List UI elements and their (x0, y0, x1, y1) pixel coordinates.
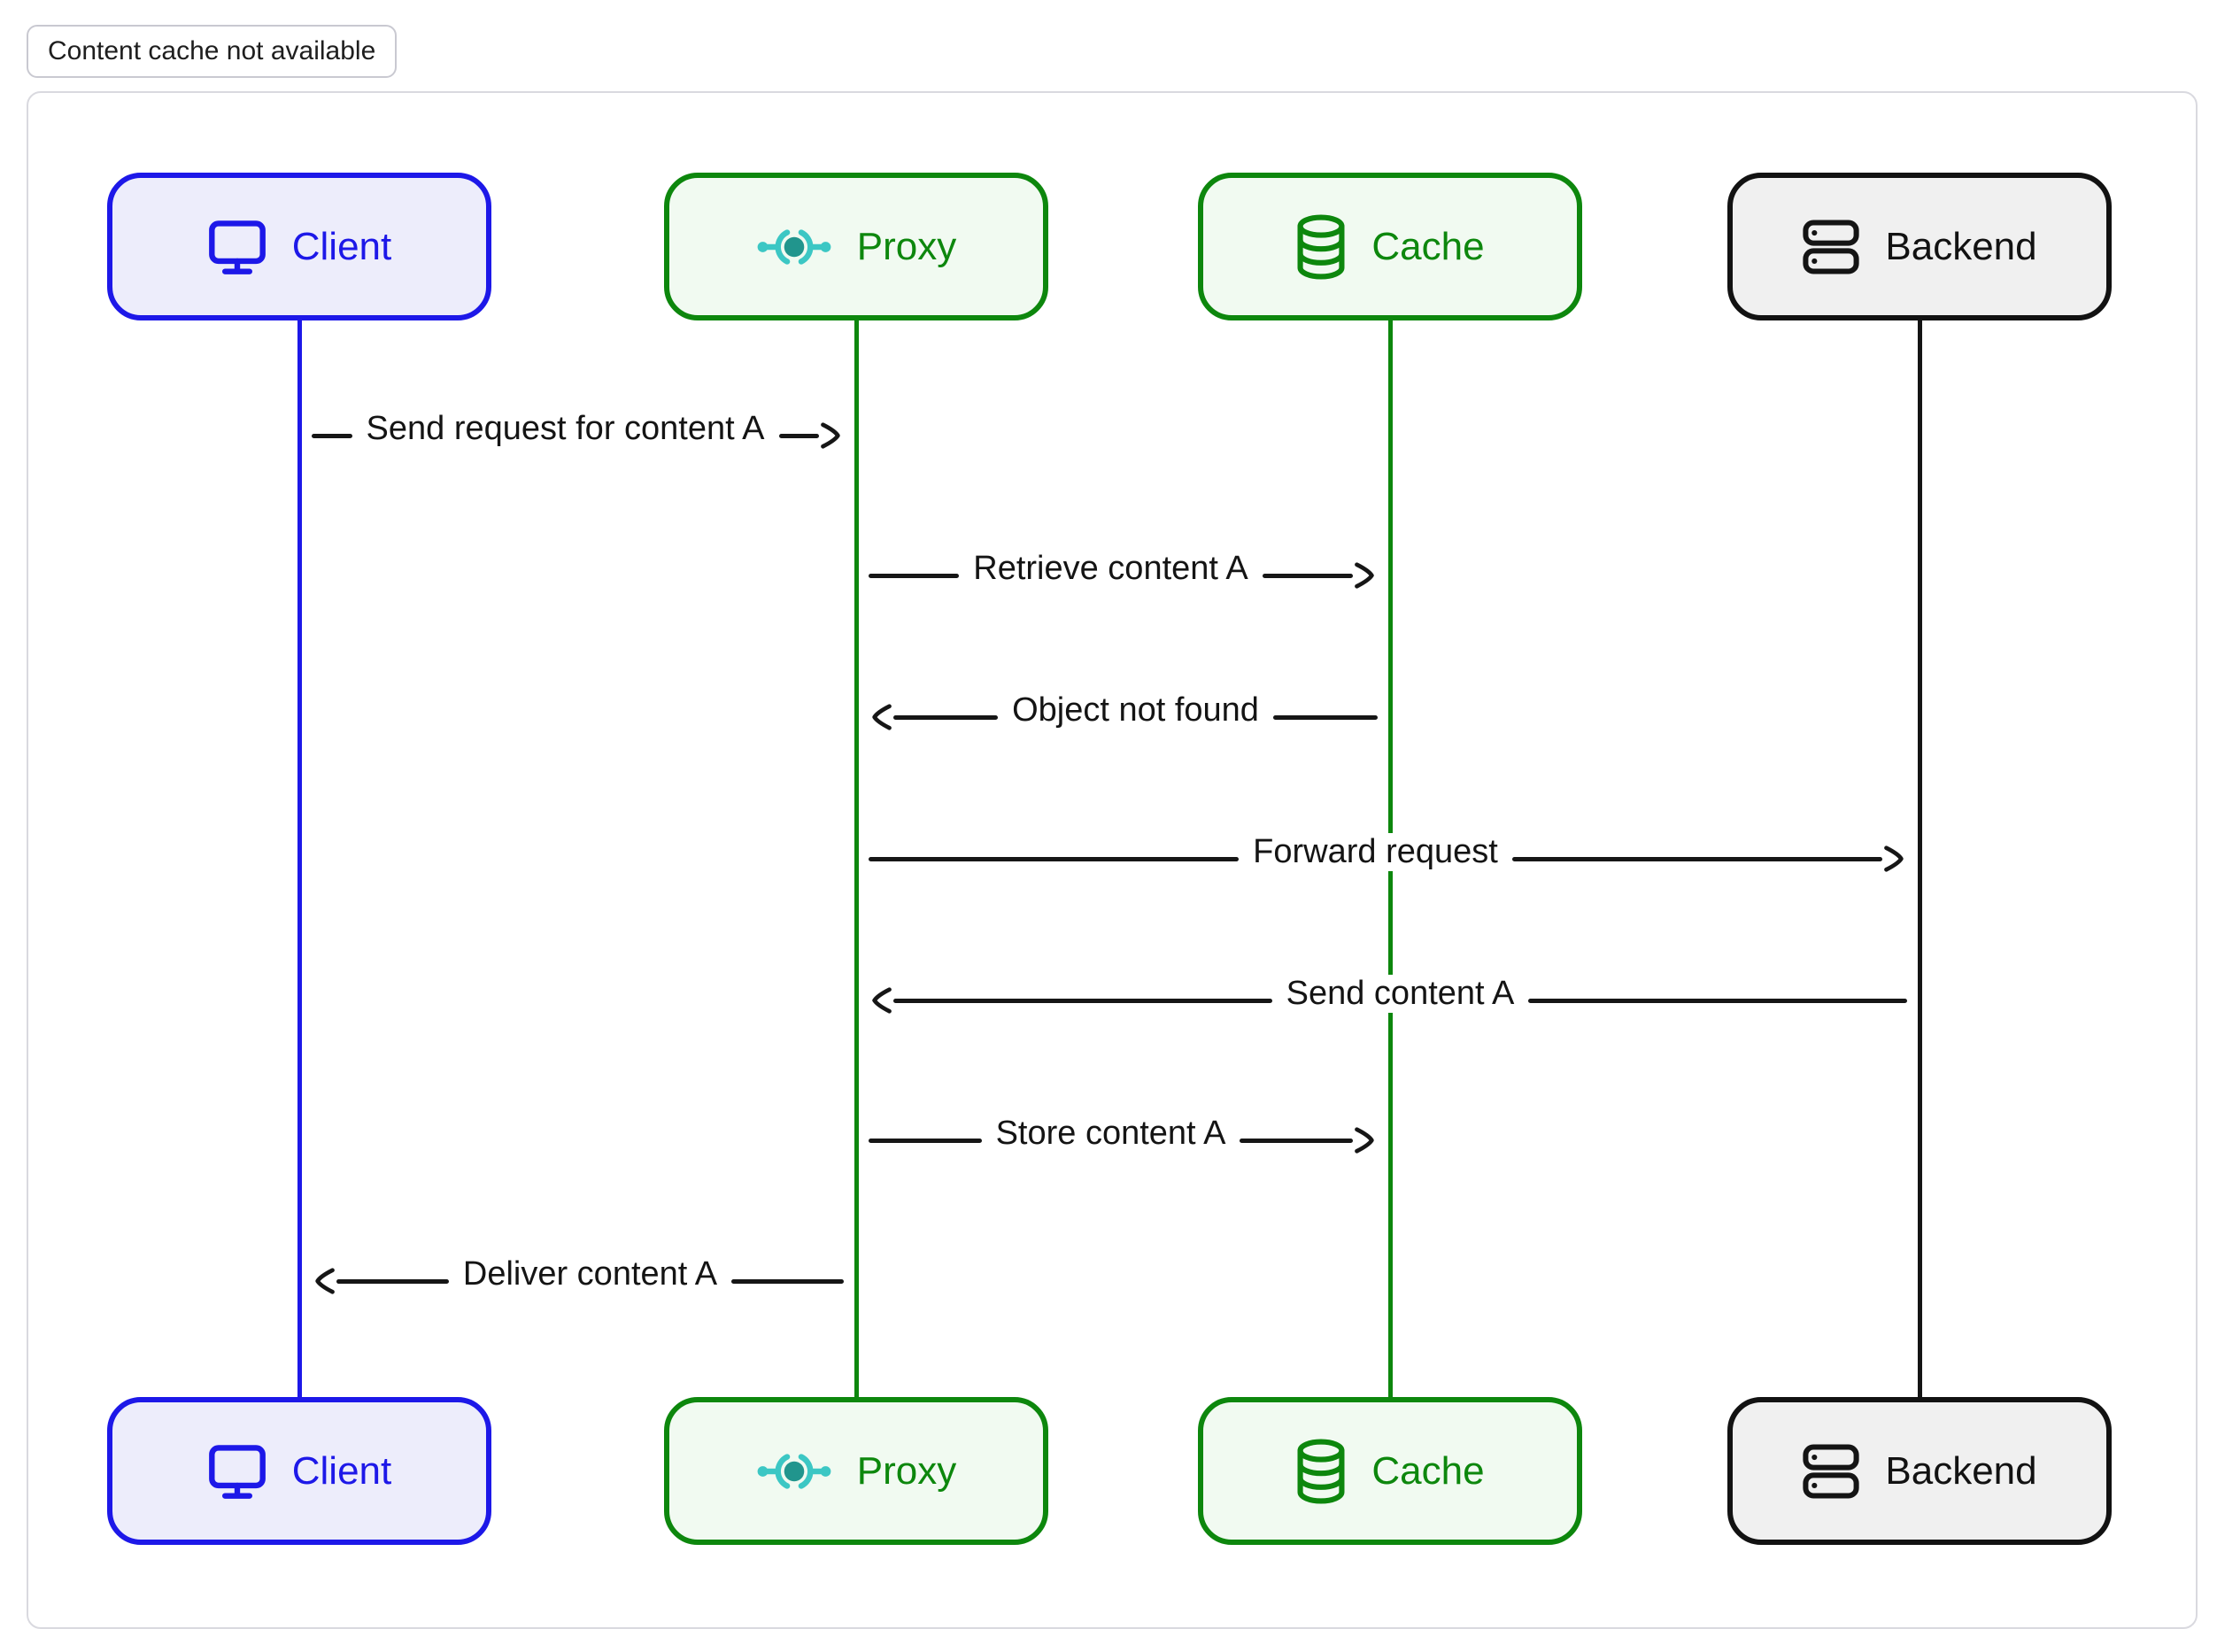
actor-label-client: Client (291, 1448, 392, 1493)
actor-box-backend-top: Backend (1727, 173, 2112, 320)
actor-box-client-top: Client (107, 173, 491, 320)
database-icon (1295, 1438, 1347, 1504)
message-row-retrieve-content: Retrieve content A (856, 549, 1390, 595)
arrowhead-right-icon (1879, 841, 1907, 876)
message-label: Forward request (1239, 832, 1512, 871)
message-line (731, 1278, 845, 1284)
arrowhead-left-icon (312, 1263, 340, 1299)
proxy-icon (756, 1448, 832, 1494)
arrowhead-left-icon (869, 699, 897, 735)
message-line (869, 1138, 982, 1143)
actor-box-proxy-bottom: Proxy (664, 1397, 1048, 1545)
message-label: Retrieve content A (959, 549, 1263, 588)
message-label: Send request for content A (351, 409, 779, 448)
actor-box-backend-bottom: Backend (1727, 1397, 2112, 1545)
message-line (312, 433, 352, 438)
message-label: Send content A (1271, 974, 1529, 1013)
message-row-forward-request: Forward request (856, 832, 1920, 878)
actor-label-backend: Backend (1885, 224, 2037, 268)
server-icon (1802, 1443, 1860, 1500)
message-label: Store content A (981, 1114, 1240, 1153)
message-line (893, 714, 999, 720)
proxy-icon (756, 224, 832, 270)
message-line (869, 573, 960, 578)
message-line (1511, 856, 1883, 861)
arrowhead-right-icon (1349, 1123, 1378, 1158)
proxy-lifeline (854, 320, 859, 1397)
arrowhead-right-icon (1349, 558, 1378, 593)
actor-label-client: Client (291, 224, 392, 268)
diagram-title-badge: Content cache not available (27, 25, 398, 78)
actor-label-cache: Cache (1371, 1448, 1485, 1493)
actor-label-proxy: Proxy (856, 1448, 957, 1493)
message-line (1240, 1138, 1353, 1143)
client-lifeline (297, 320, 302, 1397)
message-row-deliver-content: Deliver content A (299, 1254, 856, 1301)
message-line (869, 856, 1240, 861)
message-line (336, 1278, 449, 1284)
message-line (1272, 714, 1379, 720)
actor-box-cache-top: Cache (1198, 173, 1582, 320)
backend-lifeline (1918, 320, 1922, 1397)
actor-label-backend: Backend (1885, 1448, 2037, 1493)
actor-label-cache: Cache (1371, 224, 1485, 268)
message-row-store-content: Store content A (856, 1114, 1390, 1160)
actor-box-cache-bottom: Cache (1198, 1397, 1582, 1545)
message-row-send-request: Send request for content A (299, 409, 856, 455)
actor-box-proxy-top: Proxy (664, 173, 1048, 320)
monitor-icon (207, 1443, 267, 1500)
message-label: Deliver content A (448, 1254, 732, 1293)
actor-box-client-bottom: Client (107, 1397, 491, 1545)
message-line (1262, 573, 1354, 578)
message-row-object-not-found: Object not found (856, 691, 1390, 737)
arrowhead-left-icon (869, 983, 897, 1018)
arrowhead-right-icon (815, 418, 844, 453)
actor-label-proxy: Proxy (856, 224, 957, 268)
monitor-icon (207, 219, 267, 275)
message-row-send-content: Send content A (856, 974, 1920, 1020)
message-line (1528, 998, 1908, 1003)
message-label: Object not found (998, 691, 1273, 730)
server-icon (1802, 219, 1860, 275)
message-line (893, 998, 1272, 1003)
database-icon (1295, 213, 1347, 280)
diagram-title: Content cache not available (48, 36, 376, 66)
message-line (778, 433, 820, 438)
